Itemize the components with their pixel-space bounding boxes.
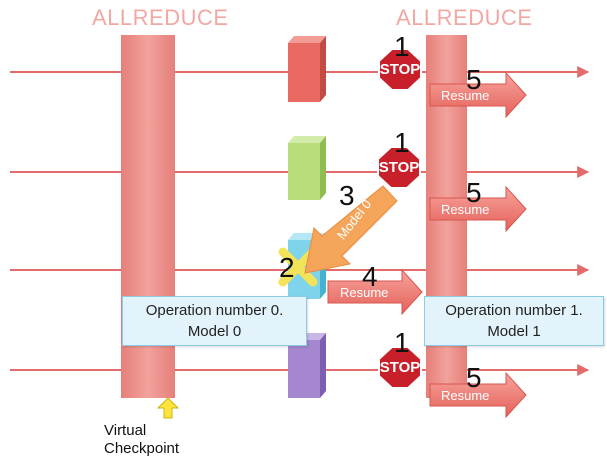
resume-label-mid: Resume: [441, 202, 490, 217]
stop-label-top: STOP: [379, 61, 421, 78]
operation-box-1-line2: Model 1: [487, 323, 541, 340]
resume-arrow-failed: [327, 268, 423, 316]
step-number-resume-top: 5: [466, 64, 482, 95]
step-number-resume-bottom: 5: [466, 362, 482, 393]
operation-box-0-line1: Operation number 0.: [145, 302, 284, 319]
step-number-resume-failed: 4: [362, 261, 378, 292]
resume-arrow-mid: [429, 185, 527, 233]
virtual-checkpoint-label: Virtual Checkpoint: [104, 422, 179, 458]
block-red: [288, 36, 326, 102]
step-number-stop-top: 1: [394, 31, 410, 62]
up-arrow-icon: [156, 397, 180, 419]
virtual-checkpoint-line2: Checkpoint: [104, 440, 180, 457]
model-transfer-arrow: [304, 185, 398, 274]
stop-sign-icon: [377, 146, 421, 189]
resume-label-failed: Resume: [340, 285, 389, 300]
step-number-stop-mid: 1: [394, 127, 410, 158]
allreduce-title-right: ALLREDUCE: [396, 5, 533, 30]
step-number-stop-bottom: 1: [394, 327, 410, 358]
resume-arrow-bottom: [429, 371, 527, 419]
step-number-model-transfer: 3: [339, 180, 355, 211]
stop-sign-icon: [378, 48, 422, 91]
operation-box-0: Operation number 0. Model 0: [122, 296, 307, 346]
stop-label-bottom: STOP: [379, 359, 421, 376]
step-number-resume-mid: 5: [466, 177, 482, 208]
resume-label-bottom: Resume: [441, 388, 490, 403]
block-green: [288, 136, 326, 200]
resume-label-top: Resume: [441, 88, 490, 103]
stop-label-mid: STOP: [378, 159, 420, 176]
virtual-checkpoint-line1: Virtual: [104, 422, 147, 439]
step-number-crash: 2: [279, 252, 295, 283]
operation-box-1: Operation number 1. Model 1: [424, 296, 604, 346]
operation-box-0-line2: Model 0: [187, 323, 242, 340]
resume-arrow-top: [429, 71, 527, 119]
allreduce-title-left: ALLREDUCE: [92, 5, 229, 30]
operation-box-1-line1: Operation number 1.: [445, 302, 583, 319]
stop-sign-icon: [378, 346, 422, 389]
